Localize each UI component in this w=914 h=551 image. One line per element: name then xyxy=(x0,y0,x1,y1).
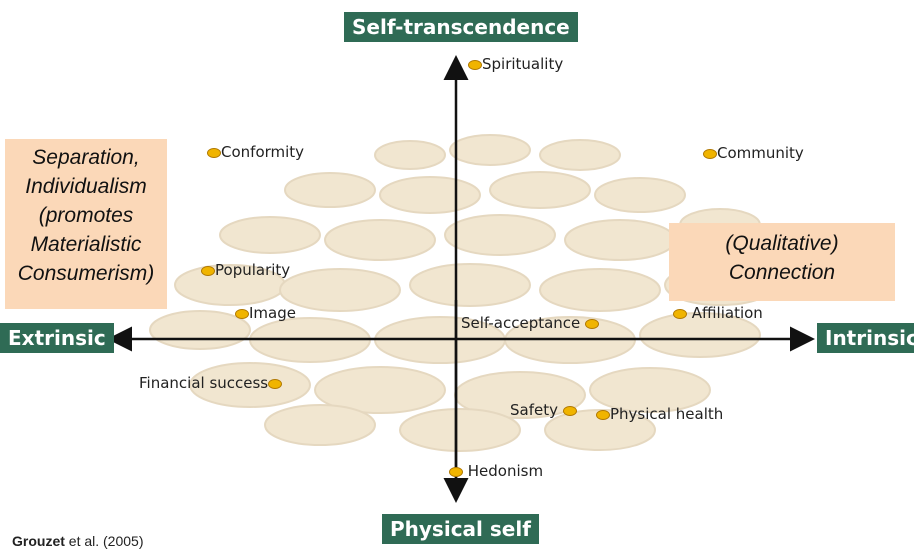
axis-label-bottom: Physical self xyxy=(382,514,539,544)
citation-author: Grouzet xyxy=(12,533,65,549)
axis-label-left: Extrinsic xyxy=(0,323,114,353)
callout-right-line: Connection xyxy=(728,261,836,284)
value-label: Popularity xyxy=(215,261,291,279)
value-financial-success: Financial success xyxy=(139,374,283,392)
callout-right: (Qualitative) Connection xyxy=(669,223,895,301)
value-safety: Safety xyxy=(510,401,577,419)
value-label: Physical health xyxy=(610,405,724,423)
value-label: Spirituality xyxy=(482,55,564,73)
value-label: Safety xyxy=(510,401,558,419)
axis-label-right: Intrinsic xyxy=(817,323,914,353)
dot-icon xyxy=(268,378,283,389)
value-label: Conformity xyxy=(221,143,305,161)
dot-icon xyxy=(596,409,610,420)
callout-left-line: Materialistic xyxy=(30,233,142,256)
dot-icon xyxy=(703,148,717,159)
dot-icon xyxy=(468,59,482,70)
callout-left-line: Separation, xyxy=(32,146,140,169)
value-label: Community xyxy=(717,144,804,162)
value-conformity: Conformity xyxy=(207,143,304,161)
value-image: Image xyxy=(235,304,296,322)
value-hedonism: Hedonism xyxy=(449,462,543,480)
value-physical-health: Physical health xyxy=(596,405,723,423)
value-self-acceptance: Self-acceptance xyxy=(461,314,600,332)
value-spirituality: Spirituality xyxy=(468,55,563,73)
dot-icon xyxy=(585,318,600,329)
callout-left: Separation, Individualism (promotes Mate… xyxy=(5,139,167,309)
value-label: Self-acceptance xyxy=(461,314,581,332)
value-label: Affiliation xyxy=(691,304,763,322)
value-label: Image xyxy=(249,304,296,322)
citation-rest: et al. (2005) xyxy=(64,533,144,549)
value-community: Community xyxy=(703,144,804,162)
callout-left-line: Consumerism) xyxy=(17,262,155,285)
callout-left-line: Individualism xyxy=(25,175,147,198)
value-popularity: Popularity xyxy=(201,261,290,279)
dot-icon xyxy=(235,308,249,319)
callout-right-line: (Qualitative) xyxy=(725,232,839,255)
dot-icon xyxy=(207,147,221,158)
dot-icon xyxy=(201,265,215,276)
value-affiliation: Affiliation xyxy=(673,304,763,322)
value-label: Financial success xyxy=(139,374,269,392)
citation: Grouzet et al. (2005) xyxy=(12,533,144,549)
callout-left-line: (promotes xyxy=(38,204,134,227)
dot-icon xyxy=(449,466,463,477)
dot-icon xyxy=(673,308,687,319)
value-label: Hedonism xyxy=(467,462,544,480)
dot-icon xyxy=(562,405,577,416)
axis-label-top: Self-transcendence xyxy=(344,12,578,42)
